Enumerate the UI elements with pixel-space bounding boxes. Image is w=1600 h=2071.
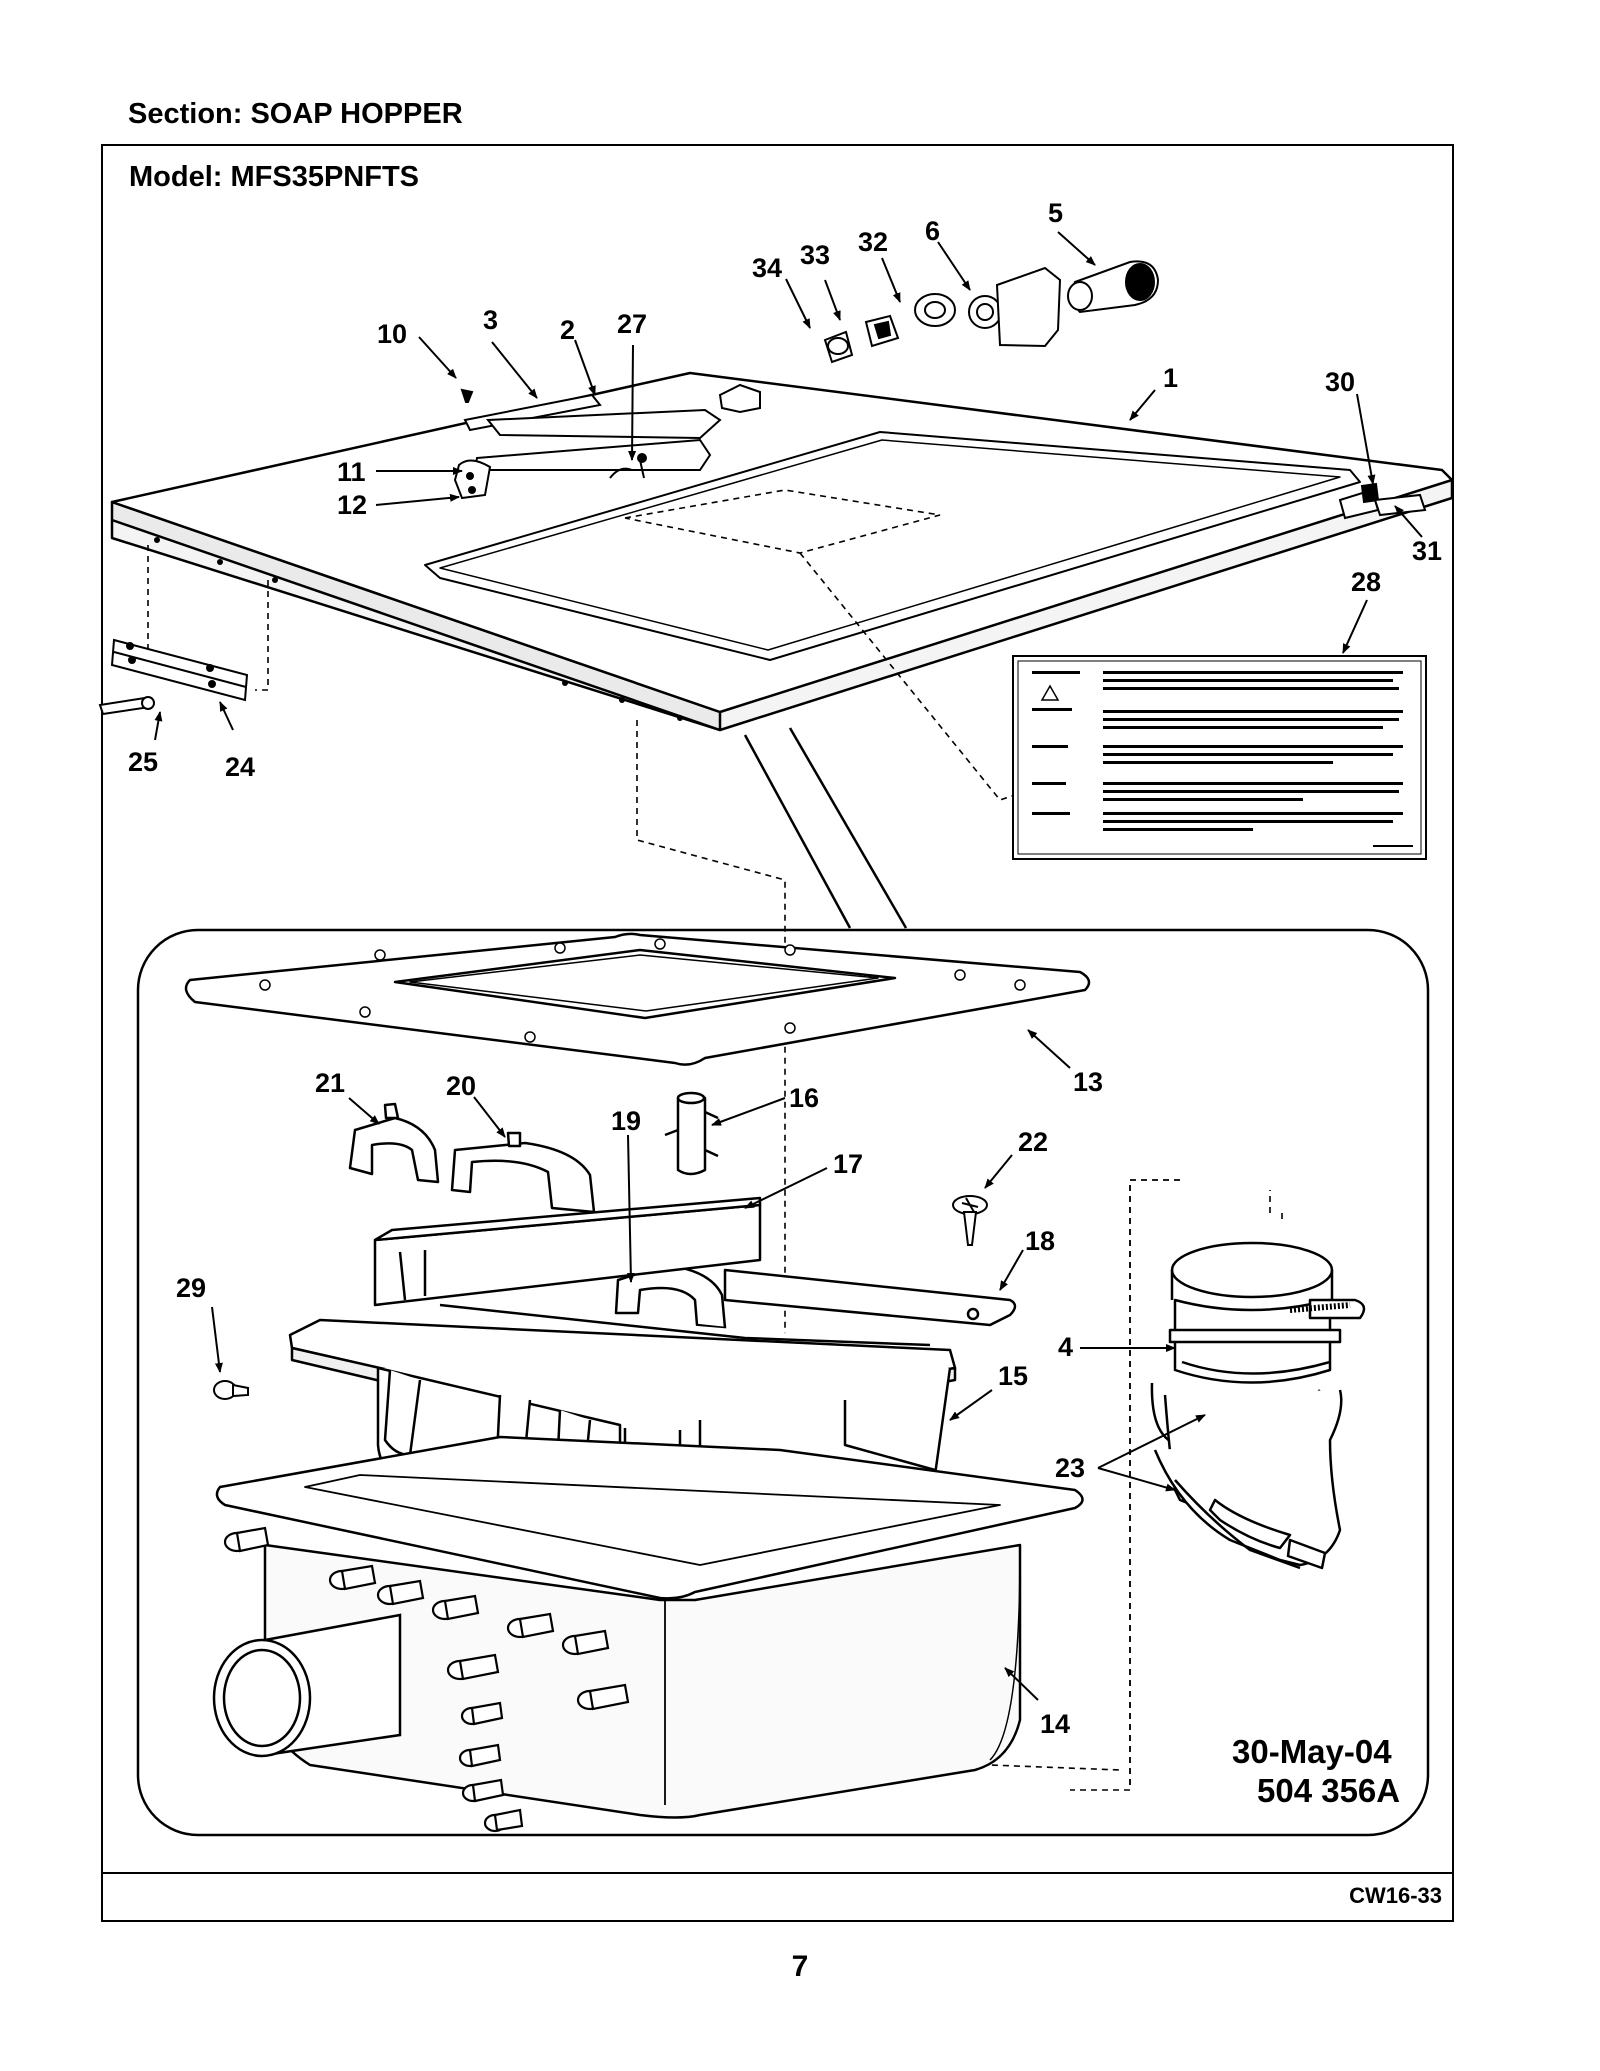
model-title: Model: MFS35PNFTS xyxy=(129,161,420,193)
callout-30: 30 xyxy=(1325,367,1355,397)
callout-29: 29 xyxy=(176,1273,206,1303)
callout-numbers: 1 2 3 27 10 5 6 32 33 34 30 31 11 12 28 … xyxy=(128,198,1442,1739)
housing-nozzles xyxy=(223,1526,630,1833)
callout-33: 33 xyxy=(800,240,830,270)
diagram-frame: Model: MFS35PNFTS CW16-33 xyxy=(101,144,1454,1922)
divider-rail xyxy=(373,1196,762,1307)
diagram-date: 30-May-04 xyxy=(1232,1733,1392,1770)
callout-10: 10 xyxy=(377,319,407,349)
callout-28: 28 xyxy=(1351,567,1381,597)
callout-13: 13 xyxy=(1073,1067,1103,1097)
callout-1: 1 xyxy=(1163,363,1178,393)
section-title: Section: SOAP HOPPER xyxy=(128,98,463,130)
callout-32: 32 xyxy=(858,227,888,257)
panel-holes xyxy=(154,537,683,721)
bracket xyxy=(723,1268,1017,1327)
callout-18: 18 xyxy=(1025,1226,1055,1256)
inset-leader-lines xyxy=(743,727,908,929)
drain-boot xyxy=(1150,1241,1366,1570)
detail-inset xyxy=(136,928,1430,1837)
callout-11: 11 xyxy=(337,457,366,487)
footer-code: CW16-33 xyxy=(1349,1883,1442,1908)
callout-31: 31 xyxy=(1412,536,1442,566)
callout-12: 12 xyxy=(337,490,367,520)
lock-assembly xyxy=(823,260,1160,364)
callout-20: 20 xyxy=(446,1071,476,1101)
callout-15: 15 xyxy=(998,1361,1028,1391)
side-clip xyxy=(1338,482,1427,520)
callout-24: 24 xyxy=(225,752,255,782)
warning-label xyxy=(1012,655,1427,860)
outlet-pipe xyxy=(212,1613,402,1758)
callout-34: 34 xyxy=(752,253,782,283)
gasket xyxy=(184,932,1091,1066)
page-number: 7 xyxy=(791,1950,809,1983)
callout-2: 2 xyxy=(560,315,575,345)
footer-divider xyxy=(103,1872,1452,1874)
callout-25: 25 xyxy=(128,747,158,777)
hinge-plate xyxy=(463,393,722,479)
callout-leaders xyxy=(154,231,1423,1701)
screw-29 xyxy=(213,1380,249,1400)
callout-6: 6 xyxy=(925,216,940,246)
hinge-24 xyxy=(98,638,249,716)
callout-17: 17 xyxy=(833,1149,863,1179)
callout-5: 5 xyxy=(1048,198,1063,228)
gasket-holes xyxy=(259,938,1026,1043)
callout-14: 14 xyxy=(1040,1709,1070,1739)
callout-19: 19 xyxy=(611,1106,641,1136)
callout-27: 27 xyxy=(617,309,647,339)
top-panel xyxy=(110,371,1454,732)
callout-21: 21 xyxy=(315,1068,345,1098)
callout-4: 4 xyxy=(1058,1332,1073,1362)
callout-23: 23 xyxy=(1055,1453,1085,1483)
callout-16: 16 xyxy=(789,1083,819,1113)
callout-22: 22 xyxy=(1018,1127,1048,1157)
screw-22 xyxy=(952,1195,988,1246)
diagram-part-number: 504 356A xyxy=(1257,1772,1400,1809)
callout-3: 3 xyxy=(483,305,498,335)
exploded-parts-diagram: 1 2 3 27 10 5 6 32 33 34 30 31 11 12 28 … xyxy=(98,198,1454,1837)
small-fasteners xyxy=(453,383,761,500)
